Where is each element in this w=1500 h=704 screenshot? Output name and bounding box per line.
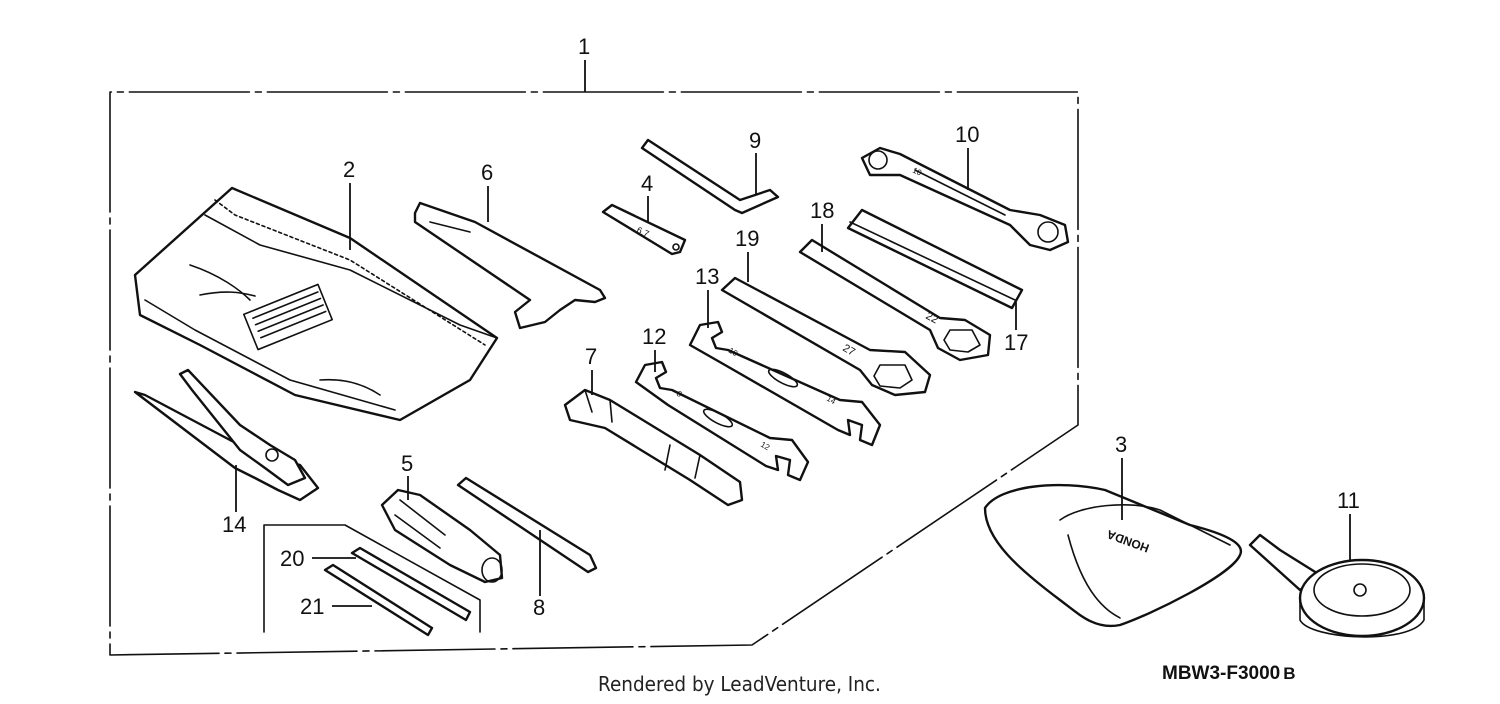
callout-20: 20 [280,546,304,571]
callout-7: 7 [585,344,597,369]
callout-13: 13 [695,264,719,289]
flat-bar-17 [846,208,1024,310]
callout-6: 6 [481,160,493,185]
spark-plug-wrench [563,388,744,507]
hex-l-wrench [640,138,780,215]
callout-14: 14 [222,512,246,537]
callout-1: 1 [578,34,590,59]
box-wrench-19: 27 [720,276,932,397]
diagram-code-revision: B [1283,664,1296,683]
callout-labels: 1 2 3 4 5 6 7 8 9 10 11 12 13 14 17 18 1… [222,34,1360,620]
kit-frame [109,60,1079,656]
callout-12: 12 [642,324,666,349]
hex-key-marking: 6.7 [635,225,651,239]
render-credit: Rendered by LeadVenture, Inc. [598,672,881,696]
callout-19: 19 [735,226,759,251]
open-wrench-13: 10 14 [688,320,882,447]
tool-roll-bag [133,186,499,422]
callout-9: 9 [749,128,761,153]
box-wrench-marking: 22 [924,310,940,326]
ring-wrench-marking: 10 [911,166,923,178]
callout-8: 8 [533,595,545,620]
tommy-bar [456,476,598,574]
leader-lines [235,148,1351,607]
callout-5: 5 [401,451,413,476]
pin-spanner [413,201,607,330]
callout-21: 21 [300,594,324,619]
callout-3: 3 [1115,432,1127,457]
callout-10: 10 [955,122,979,147]
callout-4: 4 [641,171,653,196]
wrench-12-marking-a: 8 [675,389,684,399]
open-wrench-12: 8 12 [634,360,810,482]
callout-2: 2 [343,157,355,182]
hex-key-plate: 6.7 [601,203,687,256]
box-wrench-18: 22 [798,238,992,362]
tire-pressure-gauge [1248,533,1426,638]
screwdriver-bit-group [263,524,481,637]
callout-17: 17 [1004,330,1028,355]
ring-wrench: 10 [860,146,1070,252]
callout-18: 18 [810,198,834,223]
wrench-19-marking: 27 [841,342,858,359]
tool-pouch: HONDA [983,483,1243,628]
pliers [133,368,320,502]
callout-11: 11 [1337,488,1360,513]
screwdriver-handle [380,488,504,584]
diagram-code-number: MBW3-F3000 [1162,663,1281,684]
